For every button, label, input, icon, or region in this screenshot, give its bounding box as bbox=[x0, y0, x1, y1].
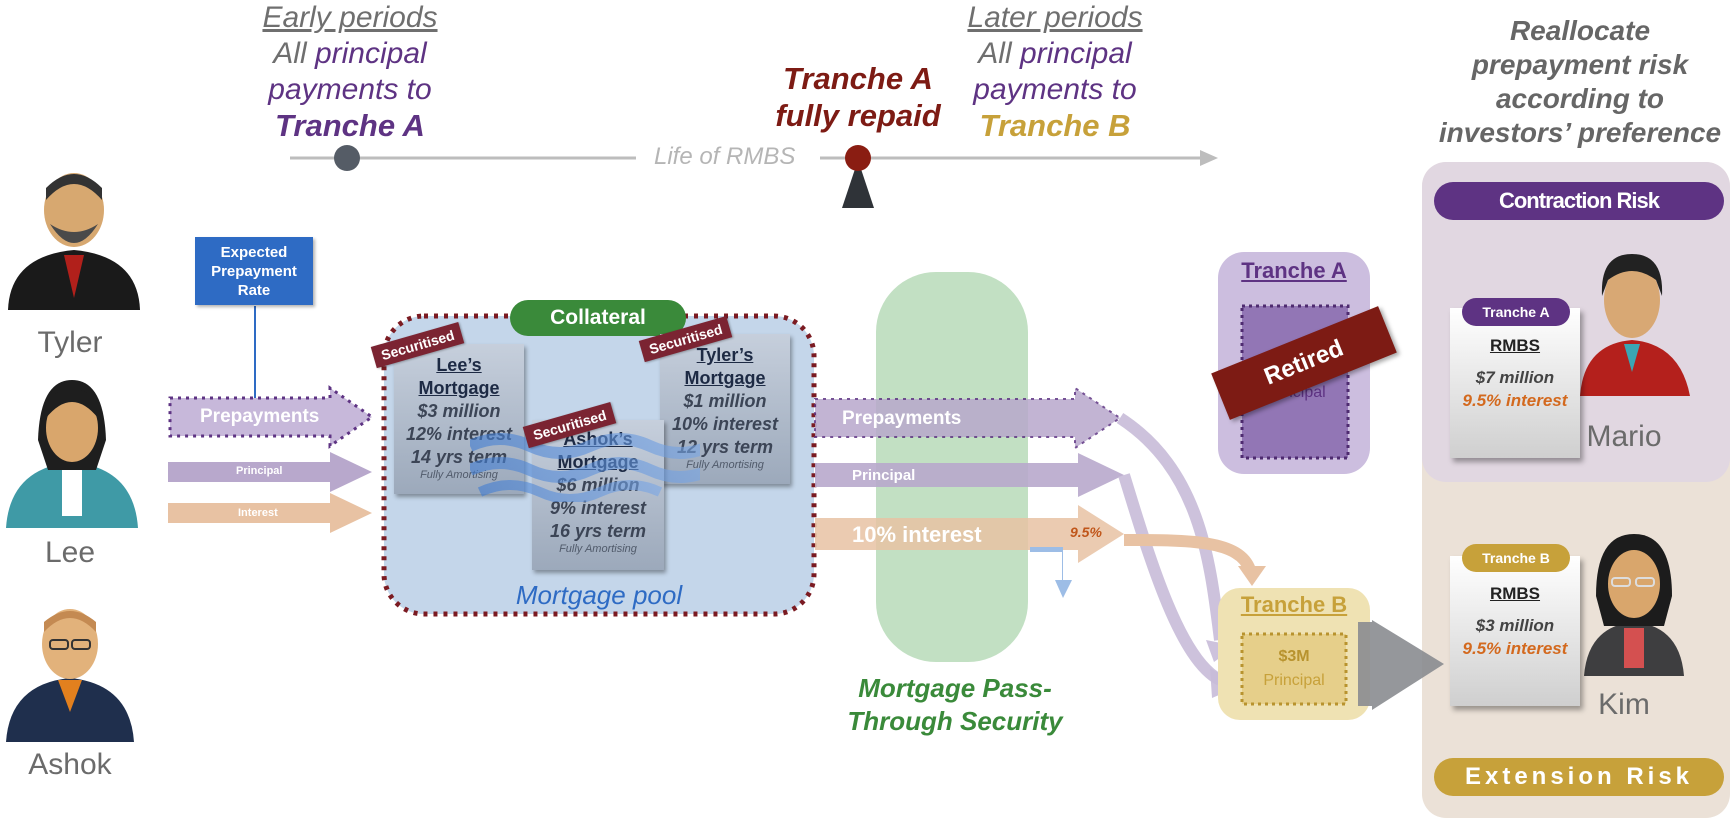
pass-through-line-2: Through Security bbox=[847, 706, 1063, 736]
repaid-line-2: fully repaid bbox=[775, 98, 941, 133]
lee-mortgage-amount: $3 million bbox=[417, 401, 501, 421]
lee-avatar-icon bbox=[6, 380, 138, 528]
tranche-a-title: Tranche A bbox=[1241, 258, 1347, 283]
tranche-interest-rate-label: 9.5% bbox=[1070, 524, 1102, 540]
early-all: All bbox=[273, 37, 315, 70]
prepay-to-tranche-b-curve bbox=[1116, 412, 1226, 641]
out-principal-label: Principal bbox=[852, 467, 916, 484]
out-prepayments-label: Prepayments bbox=[842, 408, 962, 429]
tyler-mortgage-note: Fully Amortising bbox=[686, 459, 764, 471]
timeline-repaid-marker bbox=[845, 145, 871, 171]
tranche-b-rmbs-amount: $3 million bbox=[1475, 616, 1555, 635]
tyler-mortgage-doc: Tyler’s Mortgage $1 million 10% interest… bbox=[660, 334, 790, 484]
pass-through-security-label: Mortgage Pass- Through Security bbox=[820, 672, 1090, 738]
tyler-mortgage-term: 12 yrs term bbox=[676, 437, 774, 457]
early-principal: principal bbox=[314, 37, 427, 70]
tyler-mortgage-title-1: Tyler’s bbox=[696, 345, 754, 365]
reallocate-heading: Reallocate prepayment risk according to … bbox=[1430, 14, 1730, 150]
tranche-a-rmbs-header: RMBS bbox=[1489, 336, 1541, 355]
lee-mortgage-title-2: Mortgage bbox=[418, 378, 500, 398]
tyler-mortgage-title-2: Mortgage bbox=[684, 368, 766, 388]
kim-avatar-icon bbox=[1584, 534, 1684, 676]
tranche-a-repaid-text: Tranche A fully repaid bbox=[760, 60, 956, 134]
in-prepayments-arrow bbox=[168, 385, 375, 449]
reallocate-line-1: Reallocate bbox=[1509, 15, 1651, 46]
later-all: All bbox=[978, 37, 1020, 70]
later-payments-to: payments to bbox=[973, 73, 1137, 106]
later-target-tranche: Tranche B bbox=[979, 108, 1131, 143]
tyler-name: Tyler bbox=[37, 326, 103, 359]
later-periods-text: Later periods All principal payments to … bbox=[925, 0, 1185, 144]
contraction-risk-bar: Contraction Risk bbox=[1434, 182, 1724, 220]
mario-avatar-icon bbox=[1580, 254, 1690, 396]
reallocate-line-2: prepayment risk bbox=[1471, 49, 1689, 80]
tranche-b-rmbs-interest: 9.5% interest bbox=[1462, 639, 1568, 658]
life-of-rmbs-label: Life of RMBS bbox=[654, 143, 796, 170]
out-principal-arrow bbox=[815, 453, 1124, 497]
principal-to-tranche-b-curve bbox=[1118, 473, 1224, 686]
interest-drain-arrow bbox=[1030, 547, 1072, 598]
ashok-mortgage-rate: 9% interest bbox=[549, 498, 647, 518]
pass-through-line-1: Mortgage Pass- bbox=[858, 673, 1052, 703]
in-prepayments-label: Prepayments bbox=[200, 406, 320, 427]
tyler-avatar-icon bbox=[8, 173, 140, 310]
early-payments-to: payments to bbox=[268, 73, 432, 106]
tyler-mortgage-amount: $1 million bbox=[683, 391, 767, 411]
lee-mortgage-title-1: Lee’s bbox=[436, 355, 482, 375]
tranche-a-rmbs-pill: Tranche A bbox=[1462, 298, 1570, 326]
later-periods-heading: Later periods bbox=[967, 1, 1143, 34]
tyler-mortgage-rate: 10% interest bbox=[671, 414, 779, 434]
mario-name: Mario bbox=[1586, 420, 1662, 453]
expected-line-1: Expected bbox=[220, 244, 288, 261]
tranche-b-to-rmbs-arrow bbox=[1358, 620, 1444, 710]
tranche-b-rmbs-pill: Tranche B bbox=[1462, 544, 1570, 572]
out-prepayments-arrow bbox=[814, 386, 1122, 450]
expected-prepayment-rate-box: Expected Prepayment Rate bbox=[195, 237, 313, 305]
lee-name: Lee bbox=[44, 536, 96, 569]
early-periods-heading: Early periods bbox=[262, 1, 438, 34]
mortgage-pool-label: Mortgage pool bbox=[515, 580, 683, 610]
tranche-b-rmbs-certificate: RMBS $3 million 9.5% interest bbox=[1450, 556, 1580, 706]
extension-risk-bar: Extension Risk bbox=[1434, 758, 1724, 796]
tranche-b-rmbs-header: RMBS bbox=[1489, 584, 1541, 603]
ashok-mortgage-note: Fully Amortising bbox=[559, 543, 637, 555]
tranche-a-rmbs-certificate: RMBS $7 million 9.5% interest bbox=[1450, 308, 1580, 458]
expected-line-2: Prepayment bbox=[211, 263, 297, 280]
tranche-b-amount: $3M bbox=[1278, 648, 1310, 665]
tranche-b-principal-label: Principal bbox=[1263, 672, 1325, 689]
in-interest-arrow bbox=[168, 493, 372, 533]
repaid-line-1: Tranche A bbox=[783, 61, 933, 96]
early-periods-text: Early periods All principal payments to … bbox=[220, 0, 480, 144]
early-target-tranche: Tranche A bbox=[275, 108, 425, 143]
tranche-a-rmbs-amount: $7 million bbox=[1475, 368, 1555, 387]
ashok-name: Ashok bbox=[28, 748, 112, 781]
interest-to-tranche-b-curve bbox=[1123, 534, 1256, 573]
in-interest-label: Interest bbox=[238, 507, 278, 519]
in-principal-arrow bbox=[168, 452, 372, 492]
reallocate-line-3: according to bbox=[1495, 83, 1664, 114]
securitisation-waves-icon bbox=[470, 433, 700, 502]
tranche-b-principal-box bbox=[1240, 632, 1348, 706]
reallocate-line-4: investors’ preference bbox=[1438, 117, 1722, 148]
timeline-arrowhead bbox=[1200, 150, 1218, 166]
ashok-mortgage-term: 16 yrs term bbox=[549, 521, 647, 541]
timeline-early-marker bbox=[334, 145, 360, 171]
tranche-a-rmbs-interest: 9.5% interest bbox=[1462, 391, 1568, 410]
timeline-fulcrum bbox=[842, 160, 874, 208]
kim-name: Kim bbox=[1598, 688, 1650, 721]
ashok-avatar-icon bbox=[6, 609, 134, 742]
out-interest-label: 10% interest bbox=[852, 522, 982, 547]
tranche-b-title: Tranche B bbox=[1240, 592, 1348, 617]
expected-line-3: Rate bbox=[237, 282, 271, 299]
later-principal: principal bbox=[1019, 37, 1132, 70]
collateral-badge: Collateral bbox=[510, 300, 686, 336]
in-principal-label: Principal bbox=[236, 465, 283, 477]
